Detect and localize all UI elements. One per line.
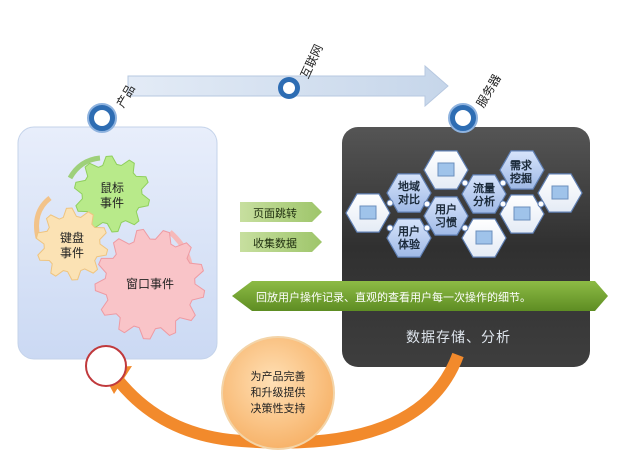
gear-mouse-label: 鼠标 事件 (90, 181, 134, 211)
feedback-line1: 为产品完善 (250, 370, 306, 383)
hex-region-line1: 地域 (398, 180, 420, 193)
picture-icon (475, 230, 493, 245)
hex-user-habit-line1: 用户 (435, 203, 457, 216)
user-exp-hex (386, 218, 432, 258)
picture-icon (513, 206, 531, 221)
gear-mouse-line1: 鼠标 (99, 181, 124, 195)
hex-connector-dot (386, 224, 394, 232)
page-jump-label: 页面跳转 (253, 207, 297, 220)
picture-icon (437, 162, 455, 177)
hex-user-exp-label: 用户 体验 (392, 225, 426, 251)
hex-demand-line1: 需求 (510, 159, 532, 172)
hex-user-habit-line2: 习惯 (435, 216, 457, 229)
hex-demand-line2: 挖掘 (510, 172, 532, 185)
hex-user-exp-line1: 用户 (398, 225, 420, 238)
hex-user-habit-label: 用户 习惯 (429, 203, 463, 229)
keyboard-gear-icon (35, 207, 109, 281)
hex-connector-dot (423, 224, 431, 232)
server-caption: 数据存储、分析 (406, 330, 511, 346)
cycle-arrow-icon (67, 155, 101, 180)
hex-connector-dot (537, 200, 545, 208)
window-gear-icon (94, 228, 206, 340)
hex-demand-label: 需求 挖掘 (504, 159, 538, 185)
collect-tag (240, 232, 322, 252)
demand-hex (499, 150, 545, 190)
gear-keyboard-label: 键盘 事件 (50, 231, 94, 261)
mouse-gear-icon (73, 155, 151, 233)
picture-icon (551, 185, 569, 200)
user-habit-hex (423, 196, 469, 236)
hex-region-label: 地域 对比 (392, 180, 426, 206)
picture-icon (359, 205, 377, 220)
hex-traffic-line2: 分析 (473, 195, 495, 208)
hex-traffic-line1: 流量 (473, 182, 495, 195)
hex-connector-dot (461, 224, 469, 232)
product-ring-icon (87, 103, 117, 133)
page-jump-tag (240, 202, 322, 222)
feedback-circle (221, 336, 335, 450)
gear-keyboard-line1: 键盘 (59, 231, 84, 245)
hex-user-exp-line2: 体验 (398, 238, 420, 251)
gear-mouse-line2: 事件 (99, 196, 124, 210)
traffic-hex (461, 174, 507, 214)
feedback-line3: 决策性支持 (250, 402, 306, 415)
server-ring-icon (448, 103, 478, 133)
region-hex (386, 173, 432, 213)
hex-cluster (345, 150, 583, 258)
collect-label: 收集数据 (253, 237, 297, 250)
feedback-line2: 和升级提供 (250, 386, 306, 399)
hex-region-line2: 对比 (398, 193, 420, 206)
gear-window-label: 窗口事件 (125, 277, 174, 291)
replay-banner-text: 回放用户操作记录、直观的查看用户每一次操作的细节。 (256, 291, 531, 304)
hex-connector-dot (461, 179, 469, 187)
replay-banner (232, 281, 608, 311)
hex-connector-dot (386, 199, 394, 207)
gears-group (35, 155, 206, 340)
feedback-text: 为产品完善 和升级提供 决策性支持 (238, 369, 318, 417)
hex-connector-dot (499, 179, 507, 187)
hex-connector-dot (499, 200, 507, 208)
internet-ring-icon (278, 77, 300, 99)
hex-traffic-label: 流量 分析 (467, 182, 501, 208)
gear-keyboard-line2: 事件 (59, 246, 84, 260)
hex-connector-dot (423, 200, 431, 208)
